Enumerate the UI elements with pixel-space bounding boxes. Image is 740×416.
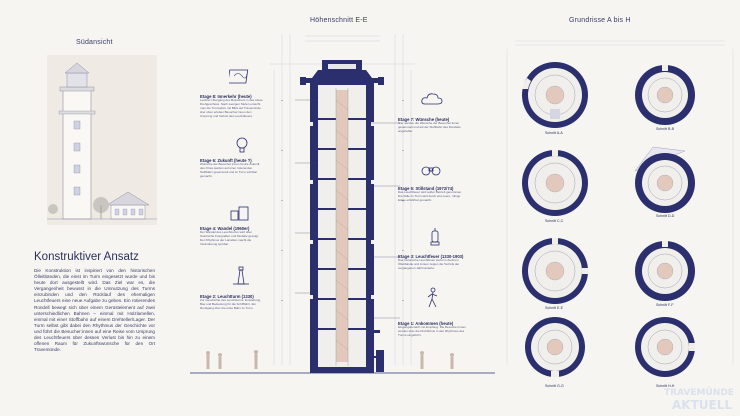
stage-text: Wünsche der Besucher:innen für die Zukun… [200, 162, 260, 178]
stage-4-callout: Etage 4: Wandel (1960er) Der Wandel des … [200, 226, 264, 247]
plan-label-h: Schnitt H-H [656, 384, 675, 388]
stage-text: Das historische Leuchtfeuer steht im Zen… [398, 258, 460, 270]
south-elevation-drawing [47, 55, 157, 225]
stage-title: Etage 1: Ankommen (heute) [398, 321, 454, 326]
section-heading: Höhenschnitt E-E [310, 17, 368, 24]
stage-text: Eingangsbereich mit Empfang. Die Besuche… [398, 325, 466, 337]
tower-icon [232, 265, 250, 285]
plan-label-c: Schnitt C-C [545, 219, 564, 223]
stage-text: Das Leuchtfeuer wird außer Betrieb genom… [398, 190, 463, 202]
stage-1-callout: Etage 1: Ankommen (heute) Eingangsbereic… [398, 321, 466, 338]
stage-5-callout: Etage 5: Stillstand (1972/74) Das Leucht… [398, 186, 466, 203]
stage-title: Etage 2: Leuchtturm (1330) [200, 294, 254, 299]
stage-7-callout: Etage 7: Wünsche (heute) Hier werden die… [398, 117, 466, 134]
lamp-icon [428, 228, 442, 248]
plan-label-f: Schnitt F-F [656, 303, 674, 307]
plan-label-g: Schnitt G-G [545, 384, 564, 388]
south-view-heading: Südansicht [76, 39, 113, 46]
map-icon [229, 68, 249, 84]
stage-title: Etage 3: Leuchtfeuer (1330-1903) [398, 254, 464, 259]
stage-2-callout: Etage 2: Leuchtturm (1330) Zur Geschicht… [200, 294, 264, 311]
stage-title: Etage 5: Stillstand (1972/74) [398, 186, 454, 191]
stage-8-callout: Etage 8: Innerkehr (heute) Leichter Über… [200, 94, 264, 119]
stage-text: Leichter Übergang des Besuchers in das o… [200, 98, 263, 118]
watermark-line-1: TRAVEMÜNDE [664, 388, 734, 398]
plan-label-d: Schnitt D-D [656, 214, 675, 218]
stage-title: Etage 8: Innerkehr (heute) [200, 94, 252, 99]
plan-label-b: Schnitt B-B [656, 127, 674, 131]
cloud-icon [421, 92, 443, 106]
concept-text: Die Konstruktion ist inspiriert von den … [34, 268, 155, 353]
section-tower-drawing [190, 30, 495, 375]
stage-title: Etage 6: Zukunft (heute ?) [200, 158, 252, 163]
stage-text: Zur Geschichte des Leuchtturms: Entstehu… [200, 298, 262, 310]
plan-label-a: Schnitt A-A [545, 131, 563, 135]
watermark-line-2: AKTUELL [672, 398, 733, 412]
stage-text: Der Wandel des Leuchtturms wird über his… [200, 230, 259, 246]
buildings-icon [229, 205, 251, 221]
stage-6-callout: Etage 6: Zukunft (heute ?) Wünsche der B… [200, 158, 264, 179]
stage-3-callout: Etage 3: Leuchtfeuer (1330-1903) Das his… [398, 254, 466, 271]
stage-text: Hier werden die Wünsche der Besucher:inn… [398, 121, 461, 133]
floor-plans-grid [505, 35, 735, 380]
stage-title: Etage 7: Wünsche (heute) [398, 117, 450, 122]
lightbulb-icon [235, 136, 249, 154]
plans-heading: Grundrisse A bis H [569, 17, 631, 24]
concept-title: Konstruktiver Ansatz [34, 251, 139, 263]
binoculars-icon [420, 162, 442, 176]
walking-icon [424, 287, 442, 309]
stage-title: Etage 4: Wandel (1960er) [200, 226, 250, 231]
plan-label-e: Schnitt E-E [545, 306, 563, 310]
